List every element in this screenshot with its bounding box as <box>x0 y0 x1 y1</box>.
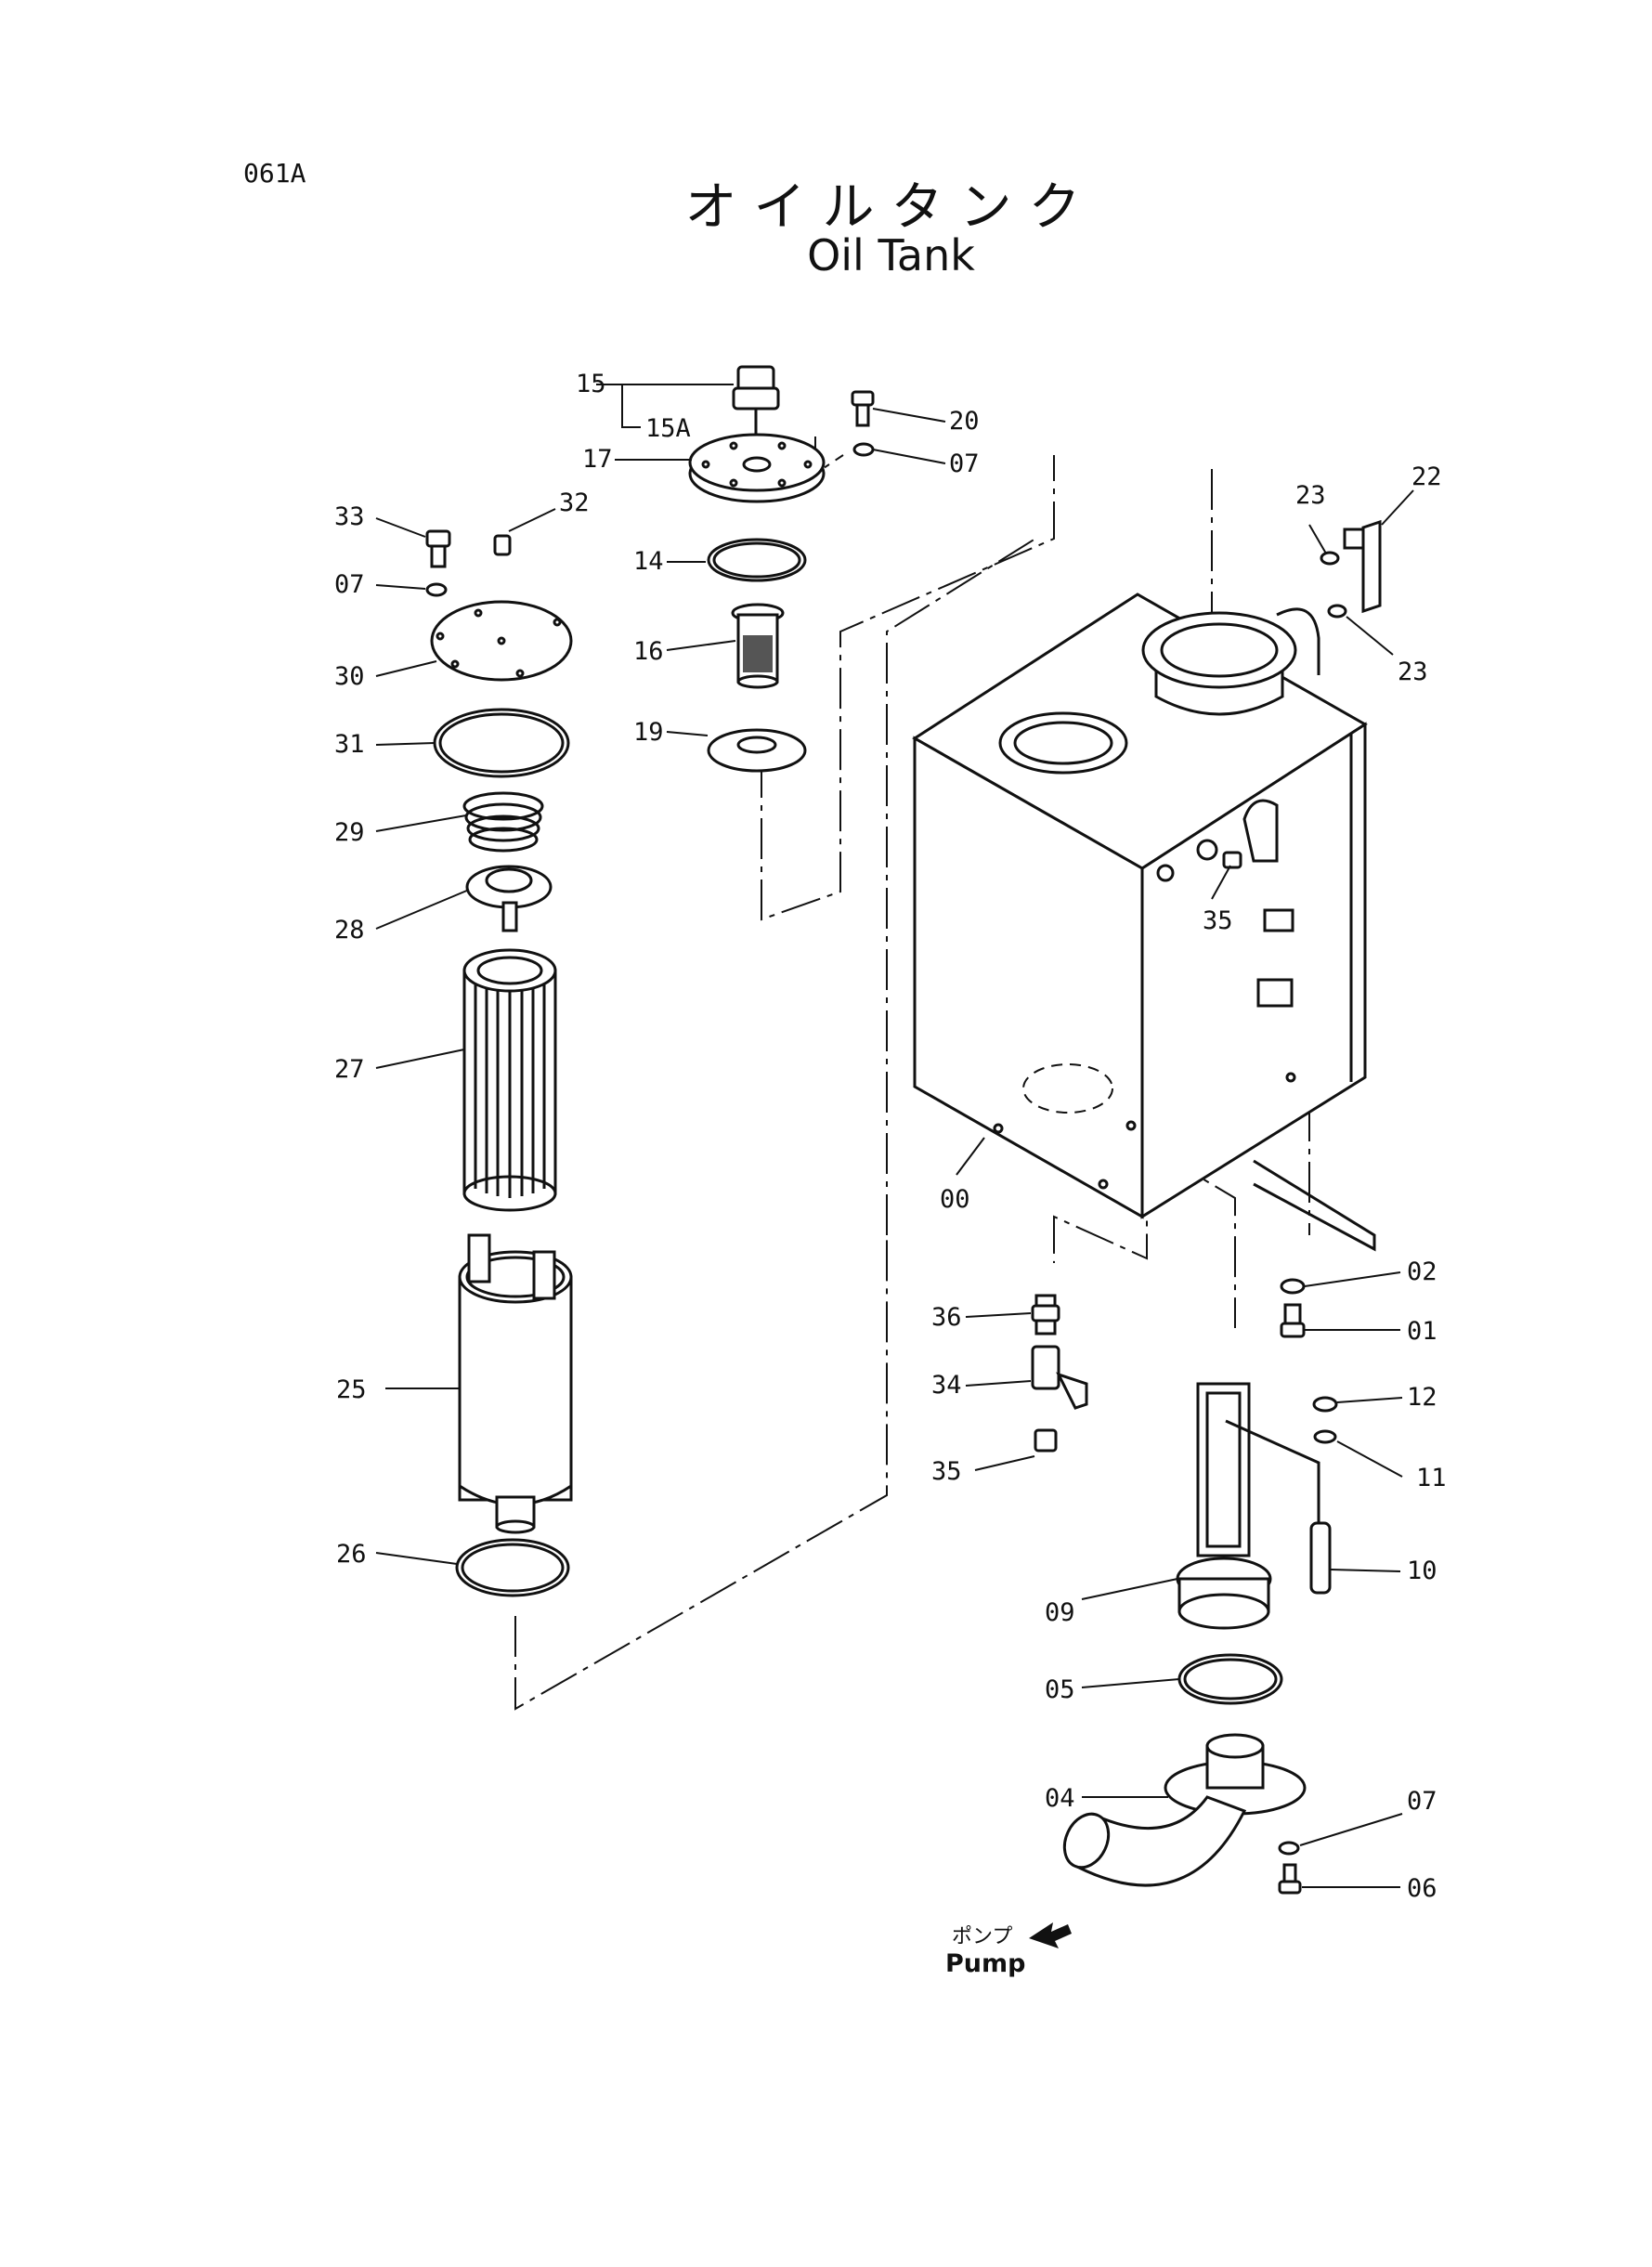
callout-27: 27 <box>334 1055 365 1084</box>
callout-23-lower: 23 <box>1398 658 1428 686</box>
washer-23-lower <box>1327 604 1347 619</box>
tank-port-front <box>998 711 1128 775</box>
callout-32: 32 <box>559 489 590 517</box>
callout-15a: 15A <box>645 414 691 443</box>
washer-07-lower <box>1278 1841 1300 1856</box>
bracket-22 <box>1343 519 1382 614</box>
washer-11 <box>1313 1429 1337 1444</box>
callout-22: 22 <box>1411 463 1442 491</box>
callout-36: 36 <box>931 1303 962 1332</box>
bolt-06 <box>1278 1863 1302 1895</box>
washer-07-left <box>425 582 448 597</box>
o-ring-14 <box>707 538 807 582</box>
callout-20: 20 <box>949 407 980 436</box>
callout-35-lower: 35 <box>931 1457 962 1486</box>
callout-34: 34 <box>931 1371 962 1400</box>
washer-23-upper <box>1320 551 1340 566</box>
pump-direction-arrow <box>1029 1922 1072 1948</box>
callout-33: 33 <box>334 502 365 531</box>
valve-28 <box>465 865 553 932</box>
return-pipe <box>1242 799 1279 863</box>
nipple-36 <box>1031 1294 1060 1335</box>
callout-07-lower: 07 <box>1407 1787 1437 1816</box>
callout-00: 00 <box>940 1185 970 1214</box>
spring-29 <box>462 791 544 853</box>
title-japanese: オイルタンク <box>684 177 1098 238</box>
fitting-35-tank <box>1222 851 1242 869</box>
plug-32 <box>493 534 512 556</box>
o-ring-26 <box>455 1538 570 1597</box>
filter-element-27 <box>462 948 557 1212</box>
callout-05: 05 <box>1045 1675 1075 1704</box>
callout-30: 30 <box>334 662 365 691</box>
callout-07-upper: 07 <box>949 449 980 478</box>
cover-30 <box>430 600 573 682</box>
callout-17: 17 <box>582 445 613 474</box>
callout-12: 12 <box>1407 1383 1437 1412</box>
title-english: Oil Tank <box>807 230 975 280</box>
callout-labels: 15 15A 17 20 07 14 16 19 33 32 07 30 31 … <box>334 370 1447 1978</box>
callout-28: 28 <box>334 916 365 945</box>
callout-23-upper: 23 <box>1295 481 1326 510</box>
callout-25: 25 <box>336 1375 367 1404</box>
callout-09: 09 <box>1045 1598 1075 1627</box>
callout-31: 31 <box>334 730 365 759</box>
callout-26: 26 <box>336 1540 367 1569</box>
tank-port-rear <box>1141 607 1320 716</box>
oil-tank-00 <box>912 593 1368 1219</box>
callout-15: 15 <box>576 370 606 398</box>
gauge-mounts <box>1256 908 1294 1008</box>
washer-02 <box>1280 1278 1306 1295</box>
level-gauge-assembly-09 <box>1176 1382 1332 1630</box>
callout-10: 10 <box>1407 1557 1437 1585</box>
pump-label-english: Pump <box>945 1949 1025 1978</box>
callout-02: 02 <box>1407 1257 1437 1286</box>
filter-case-25 <box>458 1233 573 1534</box>
bolt-33 <box>425 529 451 568</box>
plate-19 <box>707 728 807 773</box>
leader-lines <box>375 384 1414 1888</box>
callout-04: 04 <box>1045 1784 1075 1813</box>
callout-11: 11 <box>1416 1464 1447 1492</box>
callout-14: 14 <box>633 547 664 576</box>
cover-plate-17 <box>688 433 826 503</box>
callout-19: 19 <box>633 718 664 747</box>
callout-01: 01 <box>1407 1317 1437 1346</box>
bolt-20 <box>851 390 875 427</box>
callout-06: 06 <box>1407 1874 1437 1903</box>
plug-35-lower <box>1034 1428 1058 1453</box>
o-ring-05 <box>1177 1653 1283 1705</box>
o-ring-31 <box>433 708 570 778</box>
strainer-16 <box>731 603 785 689</box>
cock-34 <box>1031 1345 1088 1410</box>
page-code: 061A <box>243 158 306 189</box>
callout-35-tank: 35 <box>1203 906 1233 935</box>
suction-pipe-04 <box>1062 1733 1307 1887</box>
bolt-01 <box>1280 1303 1306 1338</box>
callout-16: 16 <box>633 637 664 666</box>
stay-bracket <box>1253 1159 1376 1252</box>
washer-07-upper <box>852 442 875 457</box>
nut-12 <box>1312 1396 1338 1413</box>
pump-label-japanese: ポンプ <box>952 1925 1012 1948</box>
callout-29: 29 <box>334 818 365 847</box>
callout-07-left: 07 <box>334 570 365 599</box>
